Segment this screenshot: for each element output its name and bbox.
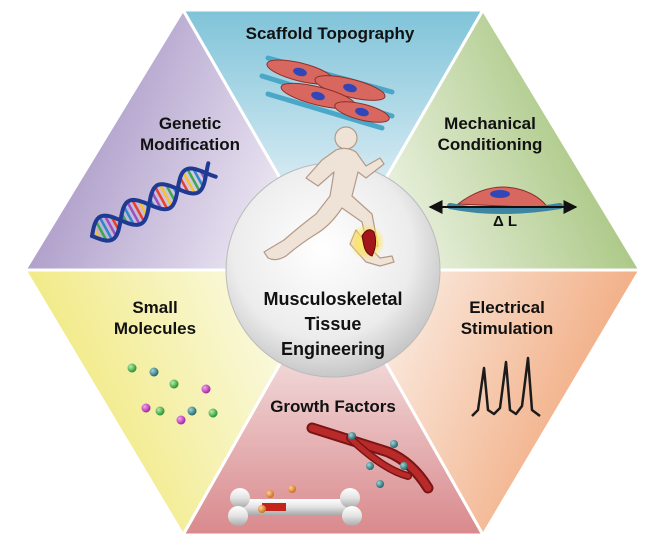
muscle-icon [361, 229, 377, 257]
stretched-cell-illustration [428, 186, 578, 214]
dna-backbone [90, 166, 218, 243]
dna-base-pair [164, 184, 177, 202]
label-growth-factors: Growth Factors [270, 397, 396, 416]
label-scaffold-topography: Scaffold Topography [246, 24, 415, 43]
dna-base-pair [98, 216, 114, 241]
bone-illustration [228, 485, 362, 526]
dna-base-pair [131, 199, 146, 222]
dna-helix-icon [90, 161, 218, 243]
aligned-cells-illustration [259, 55, 395, 131]
dna-base-pair [154, 186, 169, 210]
dna-base-pair [122, 206, 135, 226]
center-title: Musculoskeletal Tissue Engineering [263, 289, 403, 359]
dna-base-pair [181, 171, 196, 195]
dna-base-pair [103, 215, 118, 237]
action-potential-trace-illustration [471, 356, 541, 417]
dna-backbone [90, 161, 211, 238]
label-delta-l: Δ L [493, 213, 517, 230]
dna-base-pair [158, 183, 173, 207]
label-genetic-modification: Genetic Modification [139, 114, 241, 154]
label-mechanical-conditioning: Mechanical Conditioning [437, 114, 543, 154]
dna-base-pair [179, 177, 190, 194]
dna-base-pair [186, 168, 201, 192]
blood-vessel-illustration [306, 422, 434, 494]
label-small-molecules: Small Molecules [113, 298, 197, 338]
dna-base-pair [94, 220, 108, 242]
dna-base-pair [126, 201, 141, 226]
dna-base-pair [192, 168, 205, 188]
small-molecules-illustration [127, 363, 218, 425]
dna-base-pair [150, 191, 163, 210]
label-electrical-stimulation: Electrical Stimulation [460, 298, 554, 338]
